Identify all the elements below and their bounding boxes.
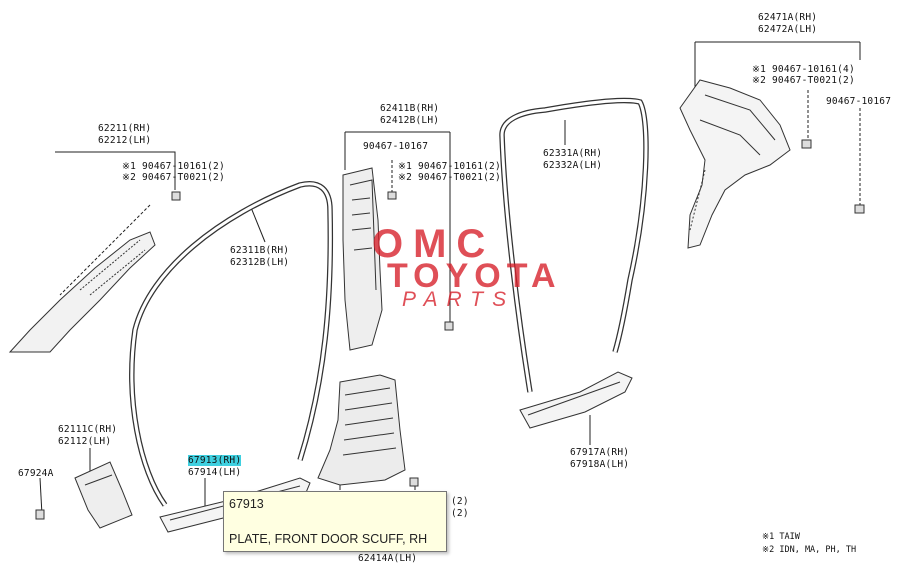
label-67918[interactable]: 67918A(LH) (570, 459, 630, 470)
part-62111-cowl-trim (35, 461, 133, 529)
watermark-omc: OMC (372, 222, 496, 266)
note-region-2: ※2 IDN, MA, PH, TH (762, 545, 857, 555)
part-62471-quarter-trim (679, 79, 865, 249)
watermark-parts: PARTS (402, 288, 516, 311)
label-62211[interactable]: 62211(RH) (98, 123, 152, 134)
part-62411-center-pillar-upper (342, 167, 454, 351)
label-62411[interactable]: 62411B(RH) (380, 103, 440, 114)
label-62312[interactable]: 62312B(LH) (230, 257, 290, 268)
note-region-1: ※1 TAIW (762, 532, 800, 542)
label-62111[interactable]: 62111C(RH) (58, 424, 118, 435)
leader-67924 (39, 477, 43, 516)
label-62331[interactable]: 62331A(RH) (543, 148, 603, 159)
part-tooltip: 67913 PLATE, FRONT DOOR SCUFF, RH (223, 491, 447, 552)
label-clip-t2[interactable]: ※2 90467-T0021(2) (752, 75, 855, 86)
tooltip-part-description: PLATE, FRONT DOOR SCUFF, RH (229, 532, 428, 546)
label-67914[interactable]: 67914(LH) (188, 467, 242, 478)
label-62212[interactable]: 62212(LH) (98, 135, 152, 146)
label-62411-clip1[interactable]: ※1 90467-10161(2) (398, 161, 501, 172)
label-62472[interactable]: 62472A(LH) (758, 24, 818, 35)
label-62471[interactable]: 62471A(RH) (758, 12, 818, 23)
leader-62211-dash (59, 204, 151, 296)
label-62332[interactable]: 62332A(LH) (543, 160, 603, 171)
label-62311[interactable]: 62311B(RH) (230, 245, 290, 256)
tooltip-part-code: 67913 (229, 497, 264, 511)
part-62211-pillar-garnish (8, 191, 181, 353)
label-clip-10167-center[interactable]: 90467-10167 (363, 141, 429, 152)
part-67917-rear-scuff-plate (519, 371, 633, 429)
part-62414-center-pillar-lower (317, 374, 419, 487)
label-clip-10167-right[interactable]: 90467-10167 (826, 96, 892, 107)
watermark-toyota: TOYOTA (387, 257, 562, 295)
label-62412[interactable]: 62412B(LH) (380, 115, 440, 126)
label-clip-t4[interactable]: ※1 90467-10161(4) (752, 64, 855, 75)
label-67917[interactable]: 67917A(RH) (570, 447, 630, 458)
label-62112[interactable]: 62112(LH) (58, 436, 112, 447)
label-62414[interactable]: 62414A(LH) (358, 553, 418, 564)
label-67924[interactable]: 67924A (18, 468, 54, 479)
leader-62211 (55, 151, 176, 190)
label-62211-clip2[interactable]: ※2 90467-T0021(2) (122, 172, 225, 183)
label-67913-highlighted[interactable]: 67913(RH) (188, 455, 242, 466)
label-62211-clip1[interactable]: ※1 90467-10161(2) (122, 161, 225, 172)
label-62411-clip2[interactable]: ※2 90467-T0021(2) (398, 172, 501, 183)
leader-62311 (249, 204, 266, 243)
label-partial-qty-2[interactable]: (2) (451, 508, 469, 519)
label-partial-qty-1[interactable]: (2) (451, 496, 469, 507)
